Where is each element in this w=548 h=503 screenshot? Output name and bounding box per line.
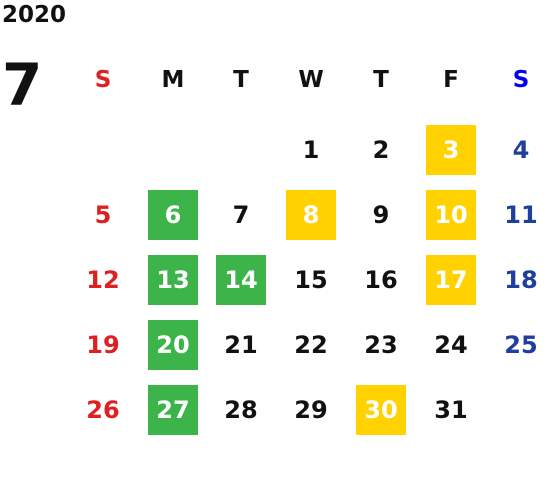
weekday-header: S — [94, 67, 112, 93]
calendar-day[interactable]: 2 — [372, 136, 390, 164]
calendar-day[interactable]: 29 — [294, 396, 328, 424]
calendar-day[interactable]: 5 — [94, 201, 112, 229]
calendar-day[interactable]: 23 — [364, 331, 398, 359]
calendar-day[interactable]: 25 — [504, 331, 538, 359]
calendar-day-green[interactable]: 14 — [216, 255, 266, 305]
calendar-day[interactable]: 31 — [434, 396, 468, 424]
weekday-header: W — [298, 67, 324, 93]
calendar-day-yellow[interactable]: 30 — [356, 385, 406, 435]
calendar-day[interactable]: 9 — [372, 201, 390, 229]
calendar-day[interactable]: 21 — [224, 331, 258, 359]
weekday-header: T — [373, 67, 389, 93]
weekday-header: M — [161, 67, 185, 93]
calendar-day-green[interactable]: 20 — [148, 320, 198, 370]
calendar-day[interactable]: 7 — [232, 201, 250, 229]
calendar-day-yellow[interactable]: 10 — [426, 190, 476, 240]
calendar-day[interactable]: 1 — [302, 136, 320, 164]
calendar-day[interactable]: 28 — [224, 396, 258, 424]
calendar-day[interactable]: 11 — [504, 201, 538, 229]
calendar-day[interactable]: 22 — [294, 331, 328, 359]
weekday-header: S — [512, 67, 530, 93]
calendar-day[interactable]: 4 — [512, 136, 530, 164]
calendar-day-yellow[interactable]: 3 — [426, 125, 476, 175]
calendar-day[interactable]: 12 — [86, 266, 120, 294]
calendar-day-yellow[interactable]: 17 — [426, 255, 476, 305]
weekday-header: T — [233, 67, 249, 93]
calendar-month: 7 — [2, 51, 43, 119]
calendar-day[interactable]: 15 — [294, 266, 328, 294]
calendar-day[interactable]: 16 — [364, 266, 398, 294]
weekday-header: F — [443, 67, 459, 93]
calendar-day-green[interactable]: 6 — [148, 190, 198, 240]
calendar-day-green[interactable]: 27 — [148, 385, 198, 435]
calendar-day[interactable]: 24 — [434, 331, 468, 359]
calendar-day[interactable]: 19 — [86, 331, 120, 359]
calendar-day-green[interactable]: 13 — [148, 255, 198, 305]
calendar-year: 2020 — [2, 2, 67, 28]
calendar-day-yellow[interactable]: 8 — [286, 190, 336, 240]
calendar-day[interactable]: 18 — [504, 266, 538, 294]
calendar-day[interactable]: 26 — [86, 396, 120, 424]
